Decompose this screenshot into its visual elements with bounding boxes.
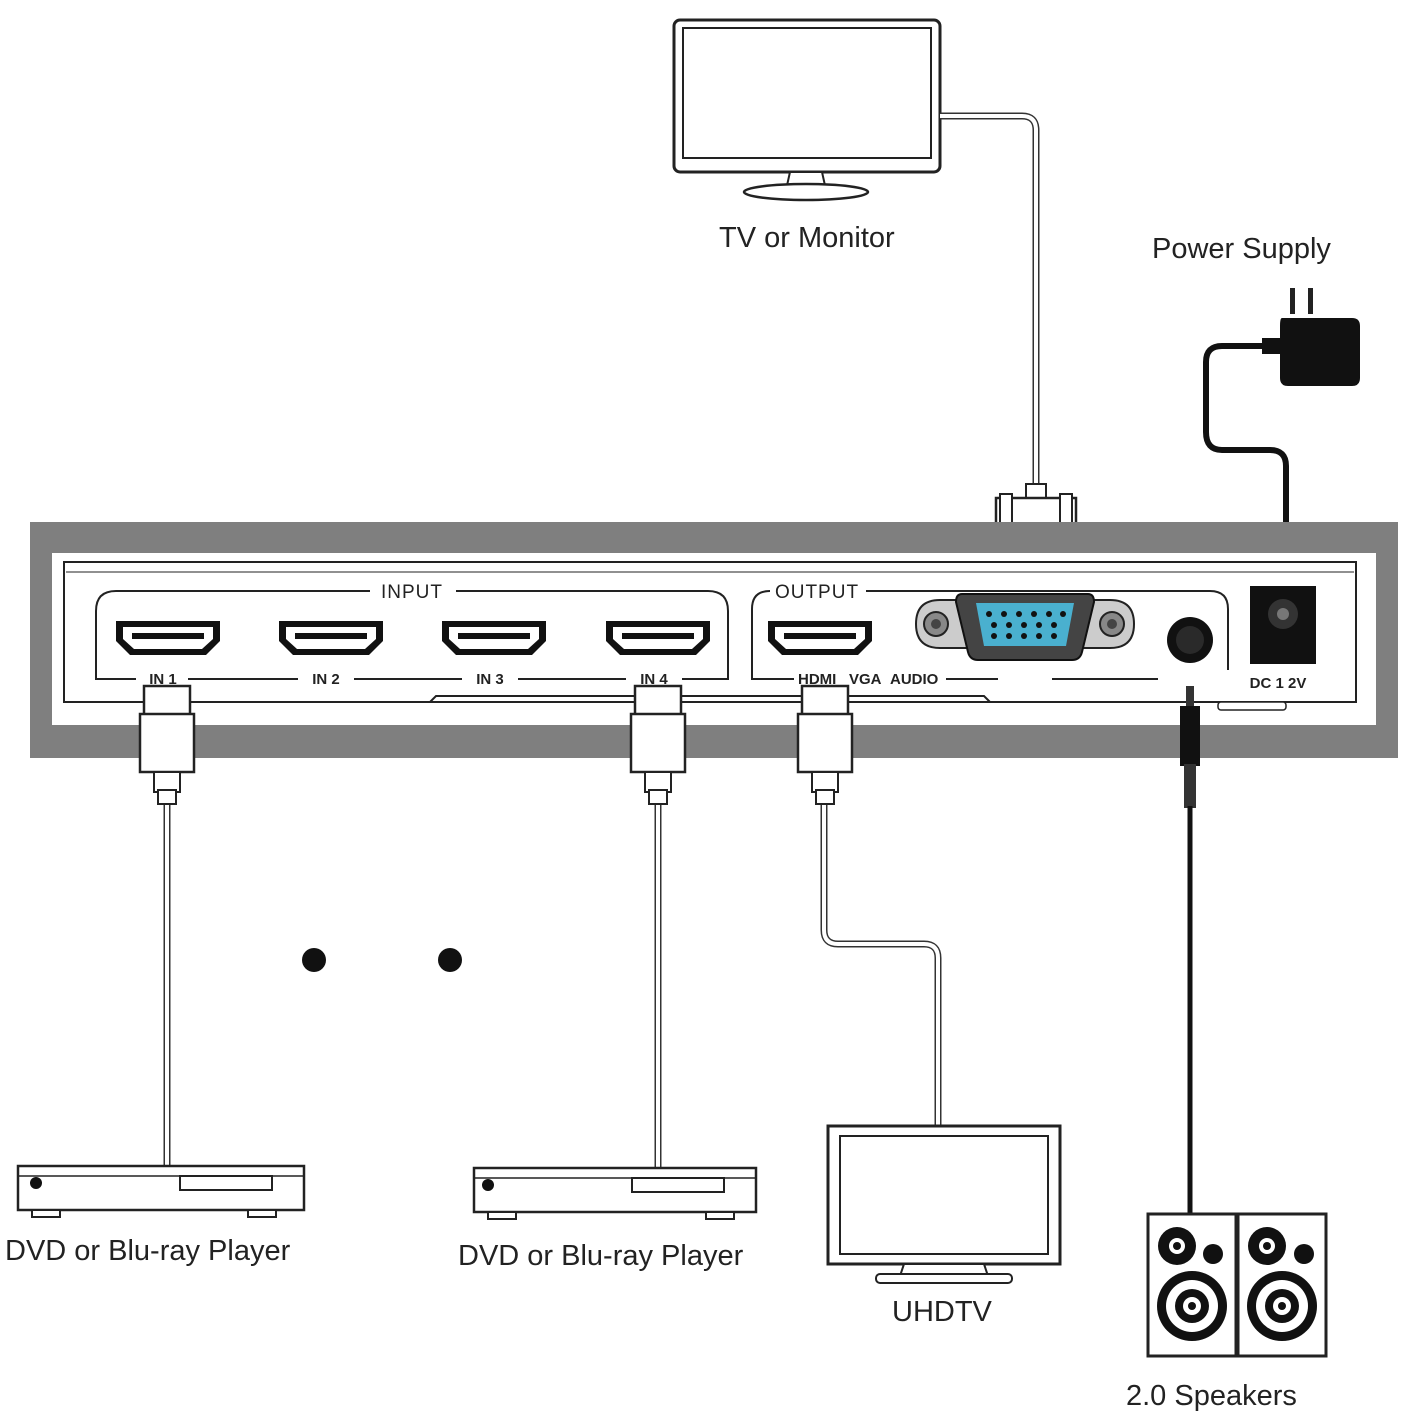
vga-port [914, 593, 1136, 661]
hdmi-port-out [768, 621, 872, 655]
hdmi-port-in2 [279, 621, 383, 655]
hdmi-cable-out [796, 684, 942, 1128]
dc-input-port: DC 1 2V [1240, 586, 1326, 692]
ellipsis-dot-1 [302, 948, 326, 972]
audio-cable [1180, 686, 1200, 1214]
power-adapter-icon [1262, 288, 1360, 386]
hdmi-port-in3 [442, 621, 546, 655]
audio-out-label: AUDIO [890, 671, 939, 688]
dc-label: DC 1 2V [1250, 675, 1307, 692]
vga-cable [940, 112, 1080, 580]
speakers-label: 2.0 Speakers [1126, 1380, 1297, 1412]
in3-label: IN 3 [476, 671, 504, 688]
in1-label: IN 1 [149, 671, 177, 688]
dvd-player-2-label: DVD or Blu-ray Player [458, 1240, 744, 1272]
hdmi-port-in1 [116, 621, 220, 655]
uhdtv-label: UHDTV [892, 1296, 992, 1328]
power-cable [1203, 343, 1289, 560]
vga-out-label: VGA [849, 671, 882, 688]
hdmi-cable-in1 [138, 684, 196, 1166]
tv-monitor-icon [672, 18, 942, 202]
output-group: OUTPUT HDMI VGA AUDIO [751, 582, 1229, 688]
in2-label: IN 2 [312, 671, 340, 688]
dvd-player-1-icon [16, 1164, 306, 1218]
output-section-title: OUTPUT [775, 582, 859, 603]
input-section-title: INPUT [381, 582, 443, 603]
uhdtv-icon [826, 1124, 1062, 1284]
in4-label: IN 4 [640, 671, 668, 688]
hdmi-port-in4 [606, 621, 710, 655]
power-supply-label: Power Supply [1152, 233, 1331, 265]
speakers-icon [1146, 1212, 1328, 1358]
audio-jack [1167, 617, 1213, 663]
tv-monitor-label: TV or Monitor [719, 222, 895, 254]
hdmi-out-label: HDMI [798, 671, 836, 688]
dvd-player-2-icon [472, 1166, 758, 1220]
ellipsis-dot-2 [438, 948, 462, 972]
hdmi-cable-in4 [629, 684, 687, 1168]
dvd-player-1-label: DVD or Blu-ray Player [5, 1235, 291, 1267]
input-group: INPUT IN 1 IN 2 IN 3 IN 4 [95, 582, 729, 688]
